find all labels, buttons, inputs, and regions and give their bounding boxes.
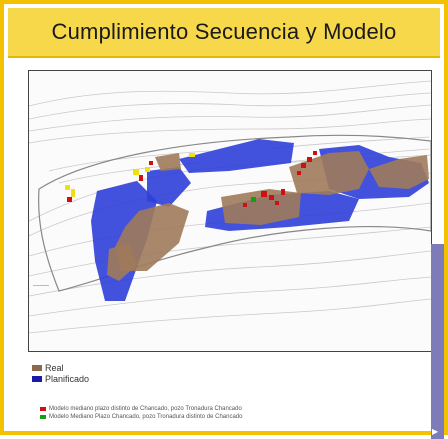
mine-map-svg <box>29 80 431 334</box>
legend-swatch-real <box>32 364 42 371</box>
mine-map <box>28 70 432 352</box>
next-arrow-icon[interactable]: ▶ <box>432 427 439 436</box>
title-bar: Cumplimiento Secuencia y Modelo <box>8 8 440 58</box>
map-grid-ticks <box>33 285 49 286</box>
legend-swatch-red <box>40 407 46 411</box>
legend-note-label-red: Modelo mediano plazo distinto de Chancad… <box>49 406 242 412</box>
legend-label-real: Real <box>45 362 64 373</box>
legend-notes: Modelo mediano plazo distinto de Chancad… <box>40 405 400 421</box>
legend-swatch-green <box>40 415 46 419</box>
slide-title: Cumplimiento Secuencia y Modelo <box>51 19 397 44</box>
legend-item-planned: Planificado <box>32 373 392 384</box>
legend-label-planned: Planificado <box>45 373 90 384</box>
legend-swatch-planned <box>32 375 42 382</box>
legend-note-green: Modelo Mediano Plazo Chancado, pozo Tron… <box>40 413 400 421</box>
legend-note-red: Modelo mediano plazo distinto de Chancad… <box>40 405 400 413</box>
legend-note-label-green: Modelo Mediano Plazo Chancado, pozo Tron… <box>49 414 243 420</box>
pit-outline <box>38 134 431 292</box>
legend-item-real: Real <box>32 362 392 373</box>
block-markers <box>65 151 317 207</box>
legend: Real Planificado <box>32 362 392 384</box>
side-panel <box>431 244 444 439</box>
